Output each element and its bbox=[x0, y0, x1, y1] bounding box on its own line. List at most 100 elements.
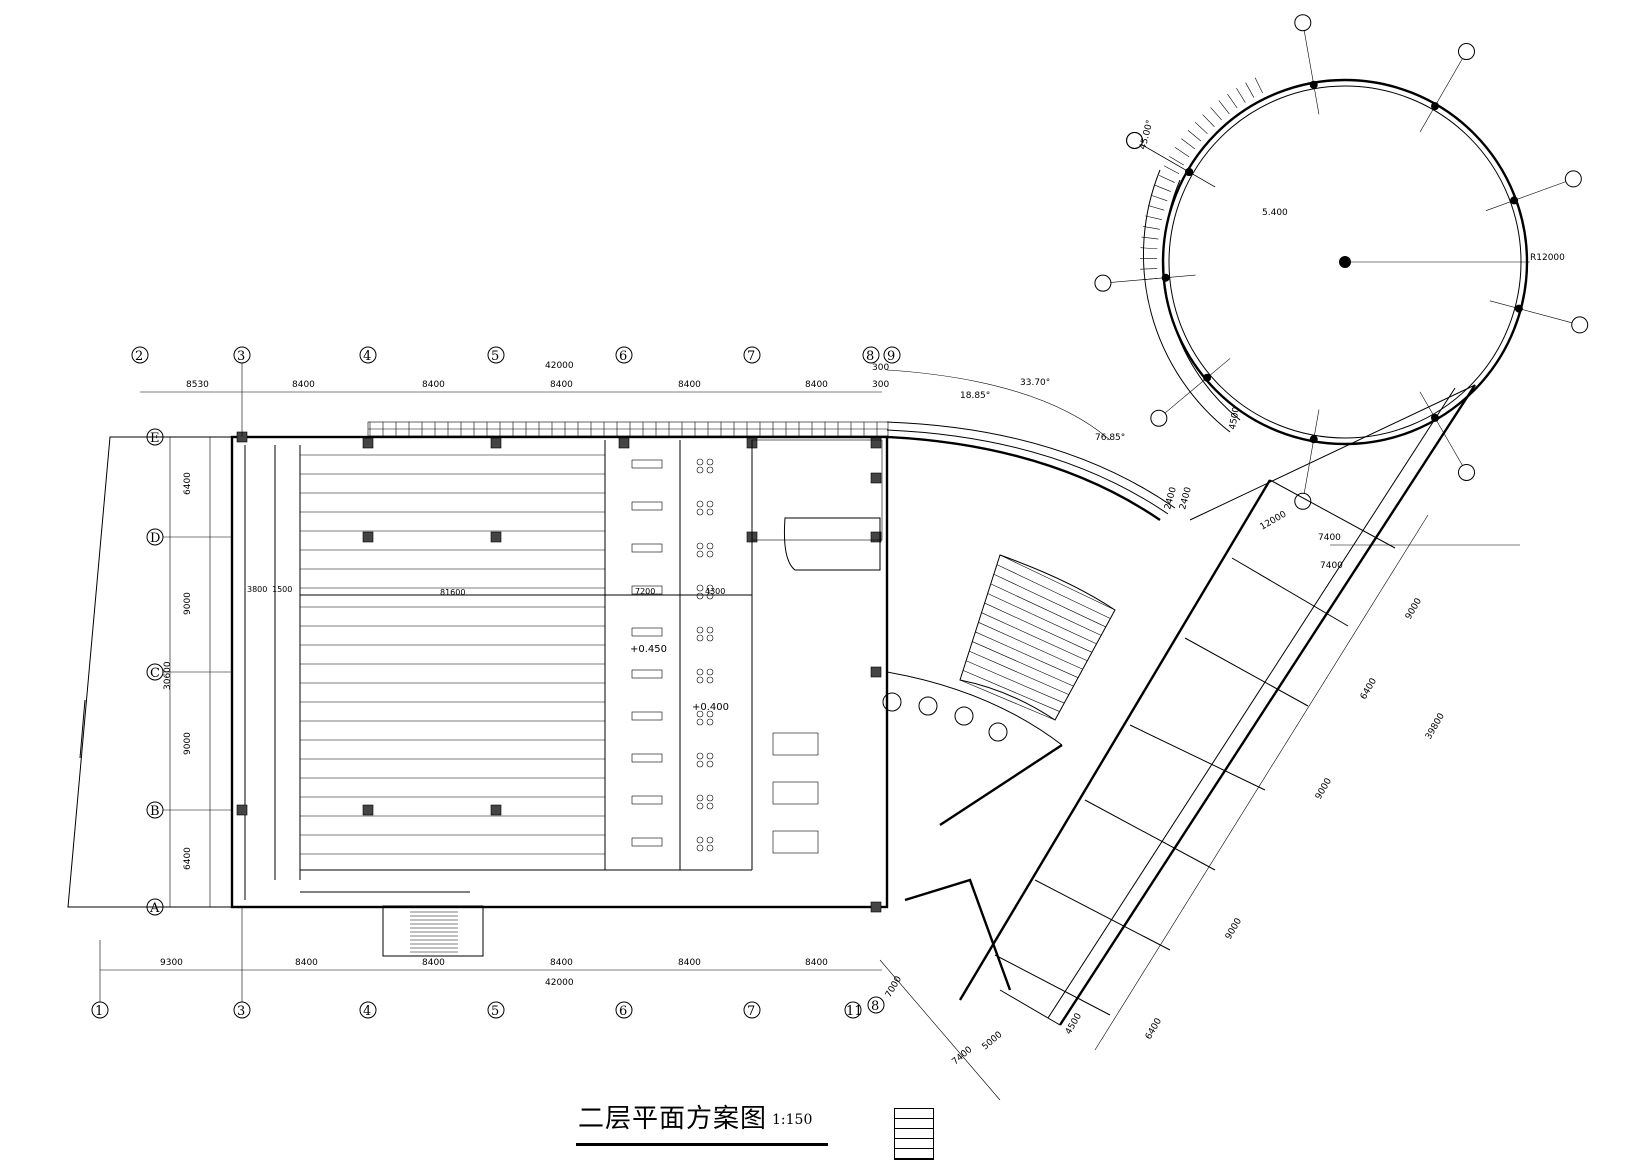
grid-bubble: 5 bbox=[487, 346, 505, 364]
svg-text:1: 1 bbox=[95, 1004, 103, 1019]
grid-bubble: 8 bbox=[867, 996, 885, 1014]
grid-lines-left bbox=[99, 363, 243, 1002]
svg-text:42000: 42000 bbox=[545, 978, 574, 988]
south-stair bbox=[382, 905, 484, 957]
svg-text:+0.450: +0.450 bbox=[630, 644, 667, 655]
svg-text:30600: 30600 bbox=[163, 661, 173, 690]
grid-bubble: 1 bbox=[91, 1001, 109, 1019]
dims-misc: 12000 7400 4500 7000 5000 7400 4500 2400… bbox=[884, 208, 1565, 1067]
svg-text:B: B bbox=[150, 804, 160, 819]
level-marks: +0.450 +0.400 bbox=[630, 644, 729, 713]
svg-text:9000: 9000 bbox=[183, 592, 193, 615]
svg-text:8: 8 bbox=[866, 349, 874, 364]
svg-text:7400: 7400 bbox=[1318, 533, 1341, 543]
dims-left: 6400 9000 9000 6400 30600 bbox=[163, 472, 193, 870]
svg-text:6400: 6400 bbox=[183, 472, 193, 495]
svg-text:39800: 39800 bbox=[1424, 711, 1447, 741]
svg-text:8400: 8400 bbox=[292, 380, 315, 390]
dims-right: 7400 9000 6400 9000 9000 6400 39800 bbox=[1144, 561, 1447, 1042]
svg-text:5.400: 5.400 bbox=[1262, 208, 1288, 218]
svg-text:E: E bbox=[150, 431, 160, 446]
svg-text:4: 4 bbox=[363, 1004, 371, 1019]
grid-bubble: D bbox=[146, 528, 164, 546]
svg-text:300: 300 bbox=[872, 380, 889, 390]
svg-text:5000: 5000 bbox=[981, 1030, 1005, 1053]
svg-text:6400: 6400 bbox=[1144, 1016, 1164, 1041]
svg-text:6: 6 bbox=[619, 349, 627, 364]
drawing-scale: 1:150 bbox=[772, 1112, 813, 1128]
interior-partitions bbox=[300, 439, 883, 893]
svg-text:3: 3 bbox=[237, 1004, 245, 1019]
svg-text:8400: 8400 bbox=[295, 958, 318, 968]
dims-bottom: 9300 8400 8400 8400 8400 8400 42000 bbox=[160, 958, 828, 988]
svg-text:3800: 3800 bbox=[247, 585, 267, 594]
svg-text:8400: 8400 bbox=[805, 958, 828, 968]
grid-bubble: 5 bbox=[487, 1001, 505, 1019]
grid-bubble: 7 bbox=[743, 346, 761, 364]
svg-text:6: 6 bbox=[619, 1004, 627, 1019]
svg-text:81600: 81600 bbox=[440, 588, 465, 597]
svg-text:6400: 6400 bbox=[183, 847, 193, 870]
structural-columns bbox=[236, 431, 882, 913]
svg-text:8400: 8400 bbox=[550, 958, 573, 968]
svg-text:2400: 2400 bbox=[1178, 486, 1194, 511]
grid-bubbles-top: 2 3 4 5 6 7 8 9 bbox=[131, 346, 901, 364]
svg-text:9000: 9000 bbox=[1314, 776, 1334, 801]
grid-bubble: 2 bbox=[131, 346, 149, 364]
svg-text:8400: 8400 bbox=[805, 380, 828, 390]
svg-text:7: 7 bbox=[747, 1004, 755, 1019]
svg-text:2400: 2400 bbox=[1163, 486, 1179, 511]
grid-bubble: 3 bbox=[233, 346, 251, 364]
grid-bubble: 4 bbox=[359, 1001, 377, 1019]
seating-groups bbox=[631, 458, 714, 852]
curved-corridor bbox=[886, 421, 1176, 827]
svg-text:8400: 8400 bbox=[422, 958, 445, 968]
svg-text:7400: 7400 bbox=[951, 1045, 975, 1068]
svg-text:4500: 4500 bbox=[1228, 406, 1242, 431]
grid-bubble: B bbox=[146, 801, 164, 819]
svg-text:8530: 8530 bbox=[186, 380, 209, 390]
svg-text:9000: 9000 bbox=[1224, 916, 1244, 941]
svg-text:4300: 4300 bbox=[705, 587, 725, 596]
grid-bubbles-bottom: 1 3 4 5 6 7 11 8 bbox=[91, 996, 885, 1019]
grid-bubble: 6 bbox=[615, 1001, 633, 1019]
svg-text:45.00°: 45.00° bbox=[1138, 119, 1155, 151]
diagonal-wing bbox=[904, 384, 1477, 1026]
drawing-title: 二层平面方案图 bbox=[578, 1104, 768, 1134]
central-stair bbox=[959, 554, 1116, 721]
svg-text:1500: 1500 bbox=[272, 585, 292, 594]
grid-bubble: 3 bbox=[233, 1001, 251, 1019]
bowling-lanes bbox=[300, 454, 605, 855]
svg-text:4: 4 bbox=[363, 349, 371, 364]
hall-dimensions: 81600 7200 4300 3800 1500 bbox=[247, 585, 725, 597]
svg-text:33.70°: 33.70° bbox=[1020, 378, 1050, 388]
grid-bubbles-left: E D C B A bbox=[146, 428, 164, 916]
dims-top: 8530 8400 8400 8400 8400 8400 300 300 42… bbox=[186, 361, 889, 390]
svg-text:12000: 12000 bbox=[1259, 509, 1289, 532]
svg-text:5: 5 bbox=[491, 349, 499, 364]
svg-text:8400: 8400 bbox=[422, 380, 445, 390]
svg-text:7400: 7400 bbox=[1320, 561, 1343, 571]
svg-text:8400: 8400 bbox=[678, 380, 701, 390]
title-underline bbox=[576, 1143, 828, 1146]
lounge-tables bbox=[882, 692, 1008, 742]
svg-text:6400: 6400 bbox=[1359, 676, 1379, 701]
svg-text:7: 7 bbox=[747, 349, 755, 364]
svg-text:8400: 8400 bbox=[678, 958, 701, 968]
svg-text:18.85°: 18.85° bbox=[960, 391, 990, 401]
grid-bubble: 4 bbox=[359, 346, 377, 364]
svg-text:9: 9 bbox=[887, 349, 895, 364]
svg-text:7200: 7200 bbox=[635, 587, 655, 596]
svg-text:8400: 8400 bbox=[550, 380, 573, 390]
svg-text:7000: 7000 bbox=[884, 974, 904, 999]
facade-mullions bbox=[369, 422, 878, 436]
svg-text:42000: 42000 bbox=[545, 361, 574, 371]
round-pavilion bbox=[1094, 14, 1589, 510]
grid-bubble: 11 bbox=[844, 1001, 863, 1019]
svg-text:76.85°: 76.85° bbox=[1095, 433, 1125, 443]
svg-text:11: 11 bbox=[846, 1004, 863, 1019]
svg-text:9000: 9000 bbox=[183, 732, 193, 755]
grid-bubble: 7 bbox=[743, 1001, 761, 1019]
svg-text:2: 2 bbox=[135, 349, 143, 364]
